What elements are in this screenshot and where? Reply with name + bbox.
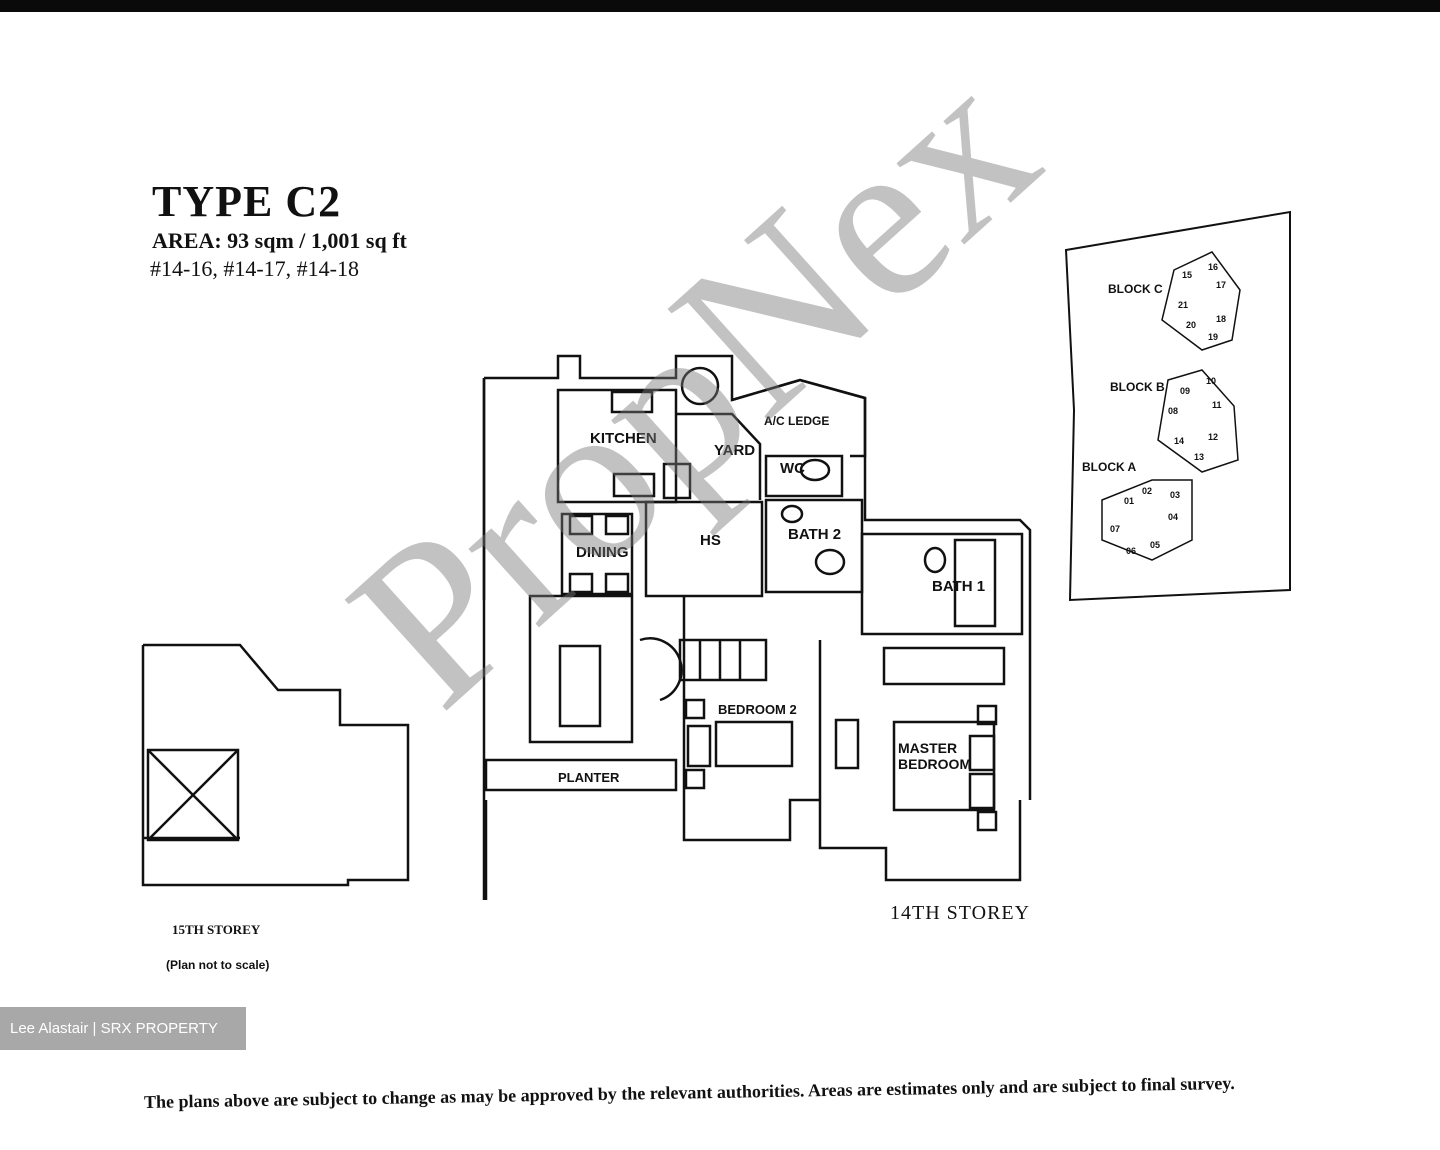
key-plan-block-c: BLOCK C — [1108, 282, 1163, 296]
key-plan-block-a: BLOCK A — [1082, 460, 1137, 474]
unit-num: 21 — [1178, 300, 1189, 310]
unit-num: 02 — [1142, 486, 1153, 496]
unit-num: 15 — [1182, 270, 1193, 280]
room-label-wc: WC — [780, 460, 805, 477]
room-label-hs: HS — [700, 532, 721, 549]
unit-num: 08 — [1168, 406, 1179, 416]
unit-num: 05 — [1150, 540, 1161, 550]
room-label-dining: DINING — [576, 544, 629, 561]
photo-credit-badge: Lee Alastair | SRX PROPERTY — [0, 1007, 246, 1050]
room-label-ac-ledge: A/C LEDGE — [764, 414, 830, 428]
unit-num: 06 — [1126, 546, 1137, 556]
unit-type-title: TYPE C2 — [152, 177, 342, 226]
unit-num: 07 — [1110, 524, 1121, 534]
unit-num: 10 — [1206, 376, 1217, 386]
room-label-bedroom-2: BEDROOM 2 — [718, 702, 797, 717]
room-label-kitchen: KITCHEN — [590, 430, 657, 447]
top-border — [0, 0, 1440, 12]
scale-note: (Plan not to scale) — [166, 958, 270, 972]
room-label-yard: YARD — [714, 442, 756, 459]
unit-num: 13 — [1194, 452, 1205, 462]
unit-num: 18 — [1216, 314, 1227, 324]
room-label-bath-2: BATH 2 — [788, 526, 842, 543]
storey-label-15th: 15TH STOREY — [172, 922, 261, 937]
unit-area: AREA: 93 sqm / 1,001 sq ft — [152, 228, 407, 253]
room-label-master-bedroom-line2: BEDROOM — [898, 756, 972, 772]
unit-numbers: #14-16, #14-17, #14-18 — [150, 256, 359, 281]
room-label-master-bedroom-line1: MASTER — [898, 740, 958, 756]
unit-num: 16 — [1208, 262, 1219, 272]
unit-num: 20 — [1186, 320, 1197, 330]
storey-label-14th: 14TH STOREY — [890, 902, 1031, 924]
unit-num: 12 — [1208, 432, 1219, 442]
room-label-planter: PLANTER — [558, 770, 620, 785]
key-plan-outline — [1064, 210, 1291, 602]
unit-num: 11 — [1212, 400, 1222, 410]
key-plan-block-b: BLOCK B — [1110, 380, 1165, 394]
room-label-bath-1: BATH 1 — [932, 578, 986, 595]
key-plan: BLOCK C BLOCK B BLOCK A 15 16 17 21 18 2… — [1062, 210, 1294, 605]
unit-num: 01 — [1124, 496, 1135, 506]
unit-num: 03 — [1170, 490, 1181, 500]
unit-num: 14 — [1174, 436, 1185, 446]
unit-num: 19 — [1208, 332, 1219, 342]
unit-num: 17 — [1216, 280, 1227, 290]
unit-num: 04 — [1168, 512, 1179, 522]
unit-num: 09 — [1180, 386, 1191, 396]
